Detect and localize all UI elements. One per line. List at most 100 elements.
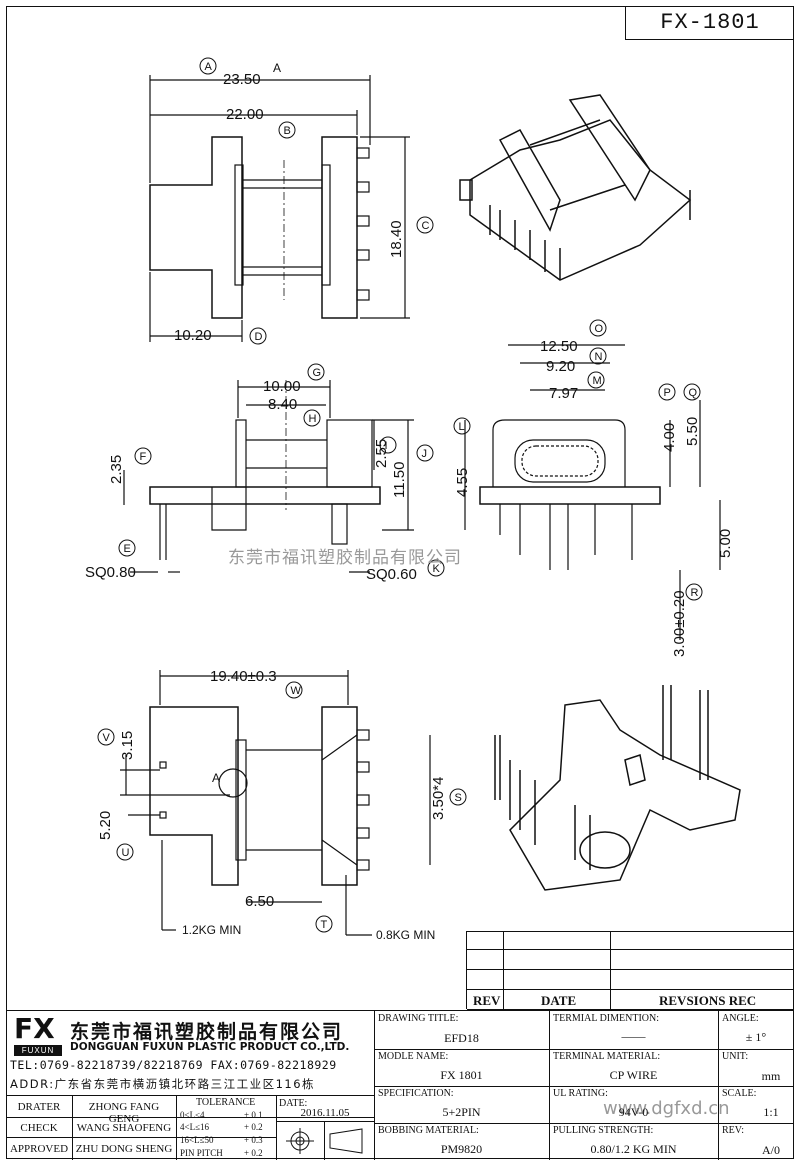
check-name: WANG SHAOFENG — [76, 1122, 172, 1134]
top-view: 23.50 22.00 18.40 10.20 A — [149, 61, 410, 344]
balloon-g: G — [313, 367, 322, 379]
tol-range-4: PIN PITCH — [180, 1148, 223, 1158]
iso-view-top — [459, 94, 692, 281]
dim-d: 10.20 — [174, 327, 212, 344]
dim-r: 3.00±0.20 — [671, 590, 688, 657]
balloon-k: K — [433, 563, 441, 575]
dim-n: 9.20 — [546, 358, 575, 375]
balloon-c: C — [422, 220, 430, 232]
dim-m: 7.97 — [549, 385, 578, 402]
company-addr: ADDR:广东省东莞市横沥镇北环路三江工业区116栋 — [10, 1077, 316, 1091]
front-view: 10.00 8.40 2.35 2.55 11.50 SQ0.80 SQ0.60 — [85, 378, 417, 583]
bottom-view: 19.40±0.3 3.15 5.20 3.50*4 6.50 1.2KG MI… — [97, 668, 447, 942]
balloon-r: R — [691, 587, 699, 599]
tol-value-1: + 0.1 — [244, 1110, 263, 1120]
balloon-t: T — [321, 919, 328, 931]
terminal-material-cell: TERMINAL MATERIAL: CP WIRE — [553, 1051, 661, 1082]
dim-o: 12.50 — [540, 338, 578, 355]
balloon-b: B — [284, 125, 291, 137]
title-block: FX FUXUN 东莞市福讯塑胶制品有限公司 DONGGUAN FUXUN PL… — [6, 1010, 794, 1160]
dim-h: 8.40 — [268, 396, 297, 413]
technical-drawing: 23.50 22.00 18.40 10.20 A 10.00 8.40 2.3… — [85, 57, 741, 942]
drafter-name: ZHONG FANG GENG — [88, 1101, 160, 1125]
iso-view-bottom — [494, 685, 741, 891]
angle-cell: ANGLE: ± 1° — [722, 1013, 767, 1044]
drawing-frame — [6, 6, 794, 1159]
balloon-n: N — [595, 351, 603, 363]
balloon-o: O — [595, 323, 604, 335]
tol-range-1: 0<L≤4 — [180, 1110, 205, 1120]
company-name-en: DONGGUAN FUXUN PLASTIC PRODUCT CO.,LTD. — [70, 1041, 350, 1053]
unit-cell: UNIT: mm — [722, 1051, 781, 1083]
dim-b: 22.00 — [226, 106, 264, 123]
dim-a: 23.50 — [223, 71, 261, 88]
tol-range-3: 16<L≤50 — [180, 1135, 214, 1145]
company-tel: TEL:0769-82218739/82218769 FAX:0769-8221… — [10, 1058, 337, 1072]
balloon-p: P — [664, 387, 671, 399]
model-name-cell: MODLE NAME: FX 1801 — [378, 1051, 483, 1082]
dim-e: SQ0.80 — [85, 564, 136, 581]
dim-f: 2.35 — [108, 455, 125, 484]
pulling-strength-cell: PULLING STRENGTH: 0.80/1.2 KG MIN — [553, 1125, 677, 1156]
balloon-s: S — [455, 792, 462, 804]
watermark-text: 东莞市福讯塑胶制品有限公司 — [228, 548, 462, 568]
date-value: 2016.11.05 — [300, 1107, 350, 1119]
approved-role: APPROVED — [9, 1143, 69, 1155]
scale-cell: SCALE: 1:1 — [722, 1088, 779, 1119]
dim-v: 3.15 — [119, 731, 136, 760]
bobbing-material-cell: BOBBING MATERIAL: PM9820 — [378, 1125, 483, 1156]
ul-rating-cell: UL RATING: 94V-0 — [553, 1088, 649, 1119]
balloon-w: W — [291, 685, 302, 697]
dim-s: 3.50*4 — [430, 777, 447, 820]
balloon-m: M — [593, 375, 602, 387]
a-mark-bottom: A — [212, 771, 220, 785]
a-mark: A — [273, 61, 281, 75]
tol-range-2: 4<L≤16 — [180, 1122, 210, 1132]
dim-q: 5.50 — [684, 417, 701, 446]
dim-u: 5.20 — [97, 811, 114, 840]
drawing-number: FX-1801 — [625, 6, 794, 40]
dim-g: 10.00 — [263, 378, 301, 395]
balloon-j: J — [422, 448, 428, 460]
specification-cell: SPECIFICATION: 5+2PIN — [378, 1088, 481, 1119]
dim-l: 4.55 — [454, 468, 471, 497]
drafter-role: DRATER — [17, 1101, 61, 1113]
pull-1-2: 1.2KG MIN — [182, 923, 241, 937]
rev-cell: REV: A/0 — [722, 1125, 780, 1157]
balloon-u: U — [122, 847, 130, 859]
revision-table: REV DATE REVSIONS REC — [466, 931, 794, 1010]
balloon-e: E — [124, 543, 131, 555]
tol-value-3: + 0.3 — [244, 1135, 263, 1145]
balloon-d: D — [255, 331, 263, 343]
date-label: DATE: — [279, 1098, 308, 1109]
dim-c: 18.40 — [388, 220, 405, 258]
side-view: 12.50 9.20 7.97 4.55 4.00 5.50 5.00 3.00… — [454, 338, 734, 657]
balloon-h: H — [309, 413, 317, 425]
tol-value-4: + 0.2 — [244, 1148, 263, 1158]
dim-p: 4.00 — [661, 423, 678, 452]
projection-symbol — [286, 1128, 363, 1154]
balloon-l: L — [459, 421, 465, 433]
balloon-a: A — [205, 61, 213, 73]
pull-0-8: 0.8KG MIN — [376, 928, 435, 942]
dim-r5: 5.00 — [717, 529, 734, 558]
date-header: DATE — [541, 993, 577, 1008]
company-name-cn: 东莞市福讯塑胶制品有限公司 — [70, 1021, 344, 1043]
rev-header: REV — [473, 993, 501, 1008]
check-role: CHECK — [20, 1122, 58, 1134]
dim-t: 6.50 — [245, 893, 274, 910]
terminal-dimention-cell: TERMIAL DIMENTION: —— — [553, 1013, 660, 1043]
balloon-q: Q — [689, 387, 698, 399]
revisions-header: REVSIONS REC — [659, 993, 757, 1008]
dim-j: 11.50 — [391, 462, 408, 498]
dim-w: 19.40±0.3 — [210, 668, 277, 685]
dim-k: SQ0.60 — [366, 566, 417, 583]
drawing-title-cell: DRAWING TITLE: EFD18 — [378, 1013, 479, 1045]
watermark-url: www.dgfxd.cn — [603, 1098, 730, 1119]
balloon-v: V — [103, 732, 111, 744]
company-logo: FX FUXUN — [14, 1015, 62, 1056]
balloon-i: I — [385, 440, 388, 452]
tolerance-title: TOLERANCE — [196, 1097, 256, 1108]
approved-name: ZHU DONG SHENG — [75, 1143, 173, 1155]
